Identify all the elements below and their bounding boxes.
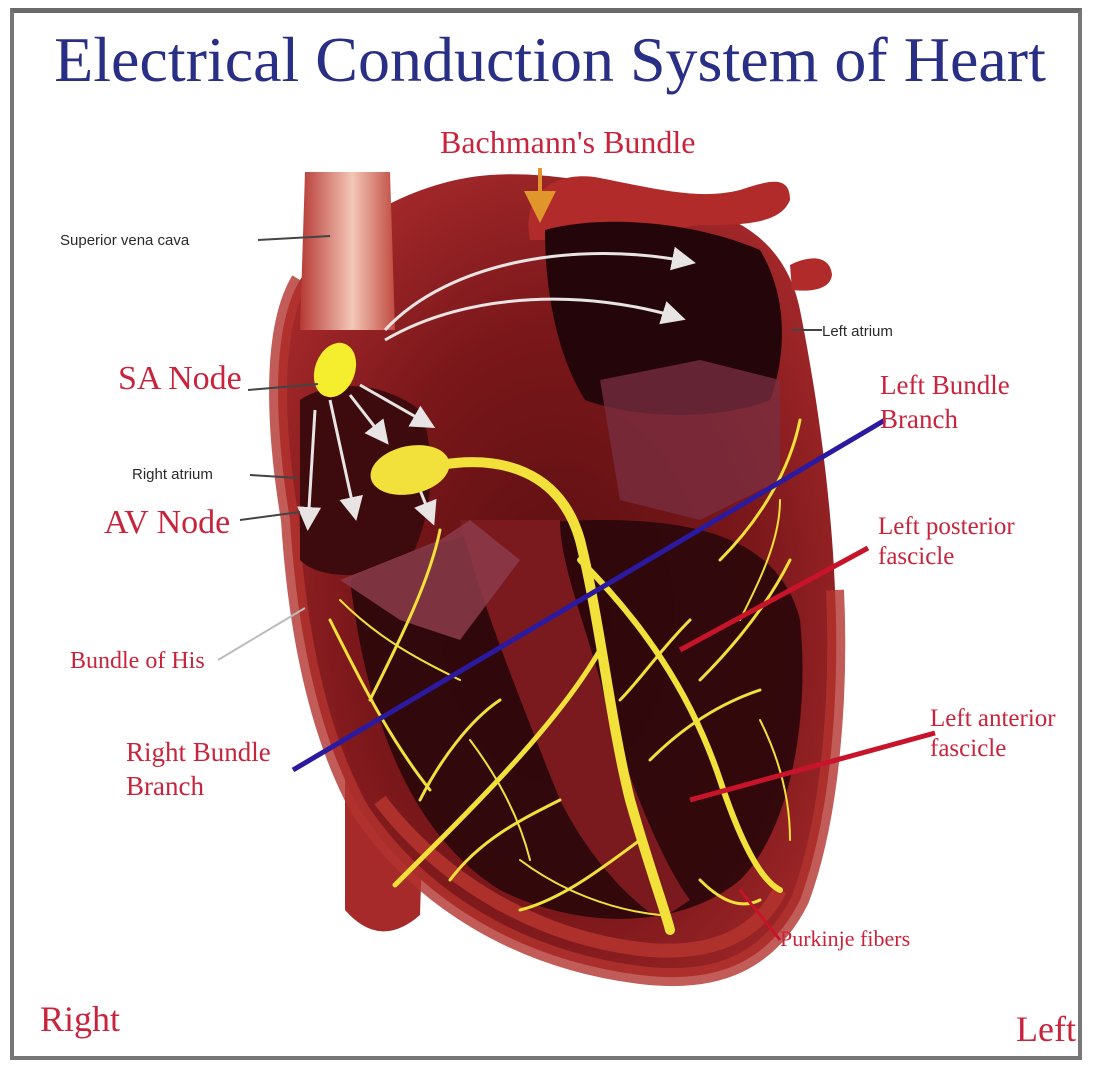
label-left-side: Left [1016, 1008, 1076, 1050]
label-sa-node: SA Node [118, 360, 242, 398]
label-left-bundle-branch-line2: Branch [880, 402, 1010, 436]
label-right-side: Right [40, 998, 120, 1040]
label-left-anterior-fascicle-line2: fascicle [930, 734, 1056, 764]
label-purkinje-fibers: Purkinje fibers [780, 926, 910, 952]
label-right-bundle-branch-line1: Right Bundle [126, 735, 271, 769]
label-left-posterior-fascicle-line2: fascicle [878, 542, 1015, 572]
label-left-anterior-fascicle: Left anterior fascicle [930, 704, 1056, 764]
label-right-bundle-branch-line2: Branch [126, 769, 271, 803]
label-right-bundle-branch: Right Bundle Branch [126, 735, 271, 803]
label-left-bundle-branch: Left Bundle Branch [880, 368, 1010, 436]
label-left-posterior-fascicle: Left posterior fascicle [878, 512, 1015, 572]
superior-vena-cava [300, 172, 395, 330]
label-right-atrium: Right atrium [132, 466, 213, 483]
label-av-node: AV Node [104, 504, 230, 542]
label-bachmanns-bundle: Bachmann's Bundle [440, 124, 696, 161]
label-bundle-of-his: Bundle of His [70, 648, 205, 675]
label-left-atrium: Left atrium [822, 323, 893, 340]
label-left-anterior-fascicle-line1: Left anterior [930, 704, 1056, 734]
pointer-bundle-of-his [218, 608, 305, 660]
label-left-posterior-fascicle-line1: Left posterior [878, 512, 1015, 542]
pulmonary-vein [790, 258, 832, 290]
label-left-bundle-branch-line1: Left Bundle [880, 368, 1010, 402]
label-superior-vena-cava: Superior vena cava [60, 232, 189, 249]
